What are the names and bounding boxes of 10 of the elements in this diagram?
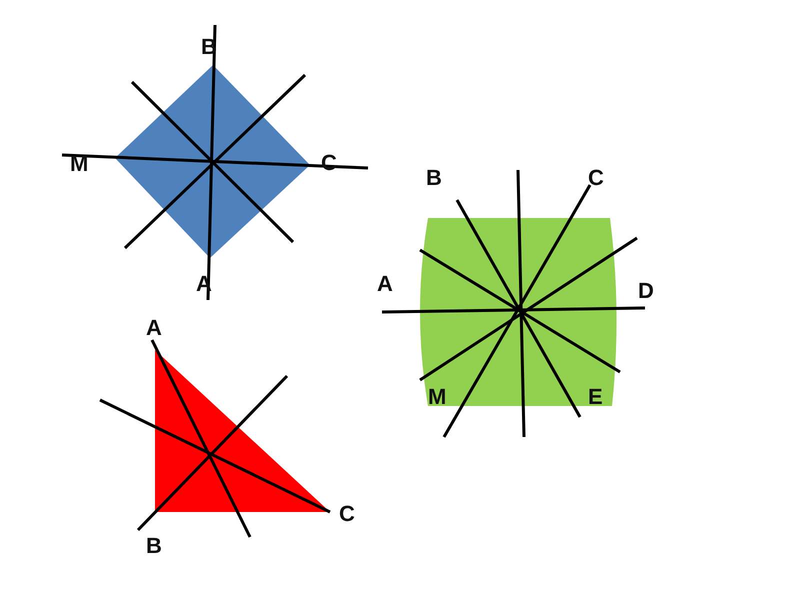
vertex-label: M bbox=[428, 386, 446, 408]
vertex-label: C bbox=[339, 503, 355, 525]
vertex-label: M bbox=[70, 153, 88, 175]
vertex-label: B bbox=[146, 535, 162, 557]
vertex-label: C bbox=[588, 167, 604, 189]
vertex-label: A bbox=[377, 273, 393, 295]
vertex-label: D bbox=[638, 280, 654, 302]
vertex-label: A bbox=[146, 317, 162, 339]
vertex-label: E bbox=[588, 386, 603, 408]
vertex-label: B bbox=[426, 167, 442, 189]
